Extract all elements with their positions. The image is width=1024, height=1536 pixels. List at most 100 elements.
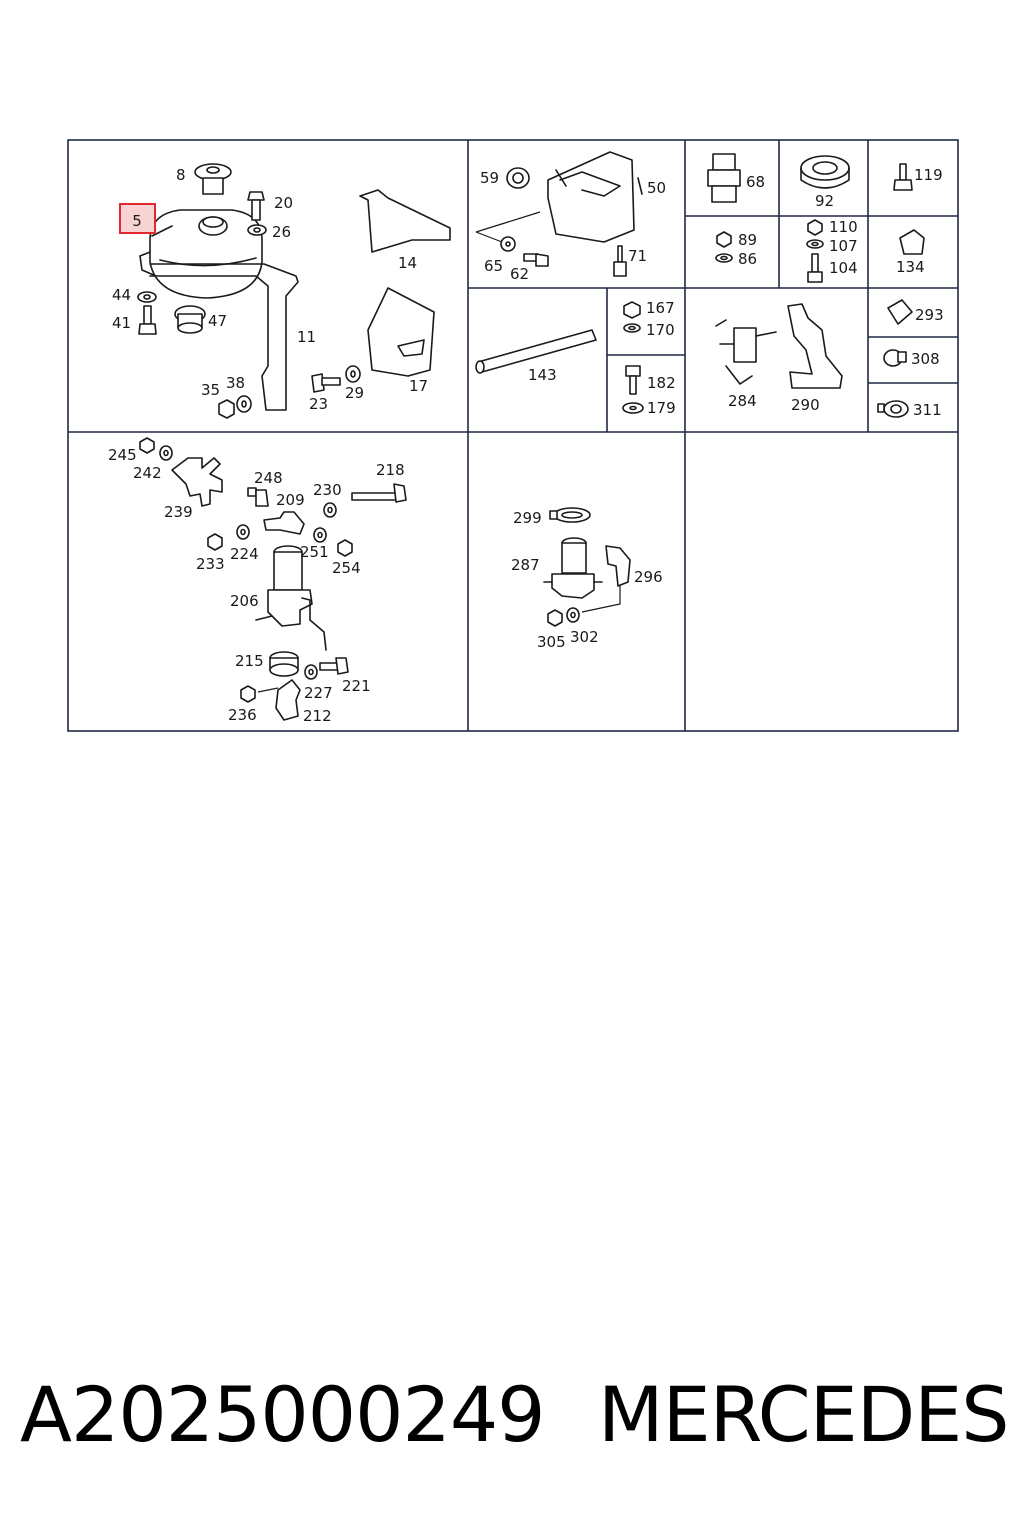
bolt-part-23[interactable] xyxy=(311,373,341,393)
clip-part-134[interactable] xyxy=(899,229,925,255)
label-299: 299 xyxy=(513,509,542,527)
bolt-part-104[interactable] xyxy=(807,253,823,283)
label-212: 212 xyxy=(303,707,332,725)
valve-part-284[interactable] xyxy=(715,319,777,385)
washer-part-302[interactable] xyxy=(566,607,580,623)
label-215: 215 xyxy=(235,652,264,670)
cell-clip-134: 134 xyxy=(896,229,925,276)
grommet-part-47[interactable] xyxy=(174,305,206,334)
expansion-tank-part-5[interactable] xyxy=(139,209,263,299)
label-296: 296 xyxy=(634,568,663,586)
nut-part-254[interactable] xyxy=(337,539,353,557)
cap-part-8[interactable] xyxy=(194,163,232,195)
hose-part-143[interactable] xyxy=(475,329,597,374)
bracket-part-296[interactable] xyxy=(605,545,631,587)
washer-part-242[interactable] xyxy=(159,445,173,461)
label-5: 5 xyxy=(132,212,142,230)
bolt-part-41[interactable] xyxy=(138,305,157,335)
highlight-part-5[interactable]: 5 xyxy=(119,203,156,234)
bracket-plate-part-17[interactable] xyxy=(367,287,435,377)
grommet-part-215[interactable] xyxy=(269,651,299,677)
diagram-grid xyxy=(67,139,959,732)
sensor-part-68[interactable] xyxy=(707,153,741,203)
plug-part-308[interactable] xyxy=(883,349,907,367)
label-11: 11 xyxy=(297,328,316,346)
label-179: 179 xyxy=(647,399,676,417)
mount-part-212[interactable] xyxy=(275,679,301,721)
valve-part-287[interactable] xyxy=(543,537,603,599)
nut-part-233[interactable] xyxy=(207,533,223,551)
bolt-part-182[interactable] xyxy=(625,365,641,395)
nut-part-110[interactable] xyxy=(807,219,823,236)
label-14: 14 xyxy=(398,254,417,272)
washer-part-170[interactable] xyxy=(623,323,641,333)
cell-pump-assembly: 245 242 239 248 209 230 218 233 224 251 … xyxy=(108,437,407,725)
washer-part-86[interactable] xyxy=(715,253,733,263)
bolt-part-62[interactable] xyxy=(523,253,549,267)
housing-part-50[interactable] xyxy=(547,151,643,243)
nut-part-236[interactable] xyxy=(240,685,256,703)
bracket-part-209[interactable] xyxy=(263,511,305,535)
nut-part-35[interactable] xyxy=(218,399,235,419)
label-242: 242 xyxy=(133,464,162,482)
label-209: 209 xyxy=(276,491,305,509)
label-65: 65 xyxy=(484,257,503,275)
bolt-part-119[interactable] xyxy=(893,163,913,191)
label-23: 23 xyxy=(309,395,328,413)
nut-part-89[interactable] xyxy=(716,231,732,248)
washer-part-38[interactable] xyxy=(236,395,252,413)
washer-part-29[interactable] xyxy=(345,365,361,383)
label-44: 44 xyxy=(112,286,131,304)
ring-part-92[interactable] xyxy=(800,155,850,189)
connector-part-71[interactable] xyxy=(613,245,627,277)
label-311: 311 xyxy=(913,401,942,419)
footer: A2025000249 MERCEDES xyxy=(0,1370,1024,1470)
nut-part-305[interactable] xyxy=(547,609,563,627)
label-170: 170 xyxy=(646,321,675,339)
cell-expansion-tank: 5 8 20 26 14 44 41 47 11 17 35 38 23 29 xyxy=(112,163,451,419)
label-110: 110 xyxy=(829,218,858,236)
washer-part-65[interactable] xyxy=(500,236,516,252)
washer-part-224[interactable] xyxy=(236,524,250,540)
label-221: 221 xyxy=(342,677,371,695)
bolt-part-218[interactable] xyxy=(351,483,407,503)
label-17: 17 xyxy=(409,377,428,395)
bracket-part-239[interactable] xyxy=(171,457,223,507)
label-248: 248 xyxy=(254,469,283,487)
bracket-part-290[interactable] xyxy=(787,303,843,389)
label-41: 41 xyxy=(112,314,131,332)
label-233: 233 xyxy=(196,555,225,573)
label-71: 71 xyxy=(628,247,647,265)
label-305: 305 xyxy=(537,633,566,651)
bracket-part-11[interactable] xyxy=(149,263,299,411)
washer-part-230[interactable] xyxy=(323,502,337,518)
label-239: 239 xyxy=(164,503,193,521)
label-47: 47 xyxy=(208,312,227,330)
clamp-part-299[interactable] xyxy=(549,507,591,523)
washer-part-107[interactable] xyxy=(806,239,824,249)
label-38: 38 xyxy=(226,374,245,392)
label-293: 293 xyxy=(915,306,944,324)
washer-part-179[interactable] xyxy=(622,402,644,414)
nut-part-245[interactable] xyxy=(139,437,155,454)
part-number: A2025000249 xyxy=(20,1370,546,1459)
nut-part-167[interactable] xyxy=(623,301,641,319)
grommet-part-59[interactable] xyxy=(506,167,530,189)
clamp-part-311[interactable] xyxy=(877,400,909,418)
bracket-part-14[interactable] xyxy=(359,189,451,253)
washer-part-26[interactable] xyxy=(247,224,267,236)
label-29: 29 xyxy=(345,384,364,402)
pump-part-206[interactable] xyxy=(255,545,327,651)
label-35: 35 xyxy=(201,381,220,399)
washer-part-251[interactable] xyxy=(313,527,327,543)
clip-part-293[interactable] xyxy=(887,299,913,325)
bolt-part-20[interactable] xyxy=(247,191,265,221)
label-143: 143 xyxy=(528,366,557,384)
bolt-part-221[interactable] xyxy=(319,657,349,675)
label-92: 92 xyxy=(815,192,834,210)
washer-part-227[interactable] xyxy=(304,664,318,680)
label-302: 302 xyxy=(570,628,599,646)
label-218: 218 xyxy=(376,461,405,479)
sensor-part-248[interactable] xyxy=(247,487,269,507)
washer-part-44[interactable] xyxy=(137,291,157,303)
